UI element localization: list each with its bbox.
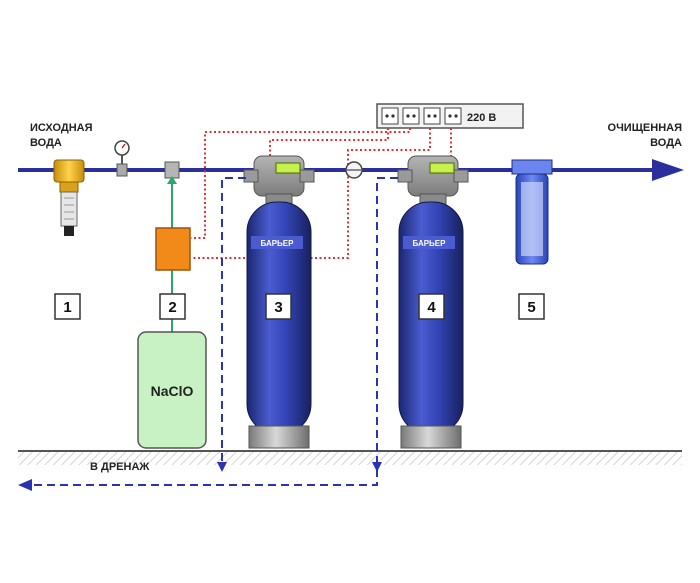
reagent-tank: NaClO <box>137 331 207 449</box>
dosing-pump <box>155 227 191 271</box>
socket-icon <box>402 107 420 125</box>
source-water-label-line2: ВОДА <box>30 137 62 149</box>
component-number: 1 <box>63 299 71 316</box>
pressure-gauge-icon <box>114 140 130 177</box>
drain-arrow-icon <box>217 462 227 472</box>
component-number-box: 5 <box>518 293 545 320</box>
clean-water-label-line2: ВОДА <box>650 137 682 149</box>
prefilter <box>53 159 85 236</box>
injection-fitting <box>164 161 180 179</box>
component-number-box: 4 <box>418 293 445 320</box>
brand-label: БАРЬЕР <box>261 239 295 248</box>
drain-label: В ДРЕНАЖ <box>90 461 149 473</box>
flow-meter-icon <box>345 161 363 179</box>
source-water-label: ИСХОДНАЯ <box>30 122 93 134</box>
power-socket-block: 220 В <box>376 103 524 129</box>
drain-lines <box>30 177 398 486</box>
component-number: 3 <box>274 299 282 316</box>
socket-icon <box>381 107 399 125</box>
component-number: 2 <box>168 299 176 316</box>
cartridge-filter <box>511 159 553 265</box>
component-number-box: 2 <box>159 293 186 320</box>
socket-icon <box>444 107 462 125</box>
brand-label: БАРЬЕР <box>413 239 447 248</box>
drain-arrow-icon <box>372 462 382 472</box>
component-number: 5 <box>527 299 535 316</box>
floor <box>18 450 682 465</box>
clean-water-label: ОЧИЩЕННАЯ <box>608 122 683 134</box>
power-wiring <box>191 128 452 259</box>
component-number-box: 1 <box>54 293 81 320</box>
power-label: 220 В <box>467 112 496 124</box>
socket-icon <box>423 107 441 125</box>
component-number: 4 <box>427 299 436 316</box>
drain-outlet-arrow-icon <box>18 479 32 491</box>
reagent-label: NaClO <box>151 383 194 399</box>
component-number-box: 3 <box>265 293 292 320</box>
